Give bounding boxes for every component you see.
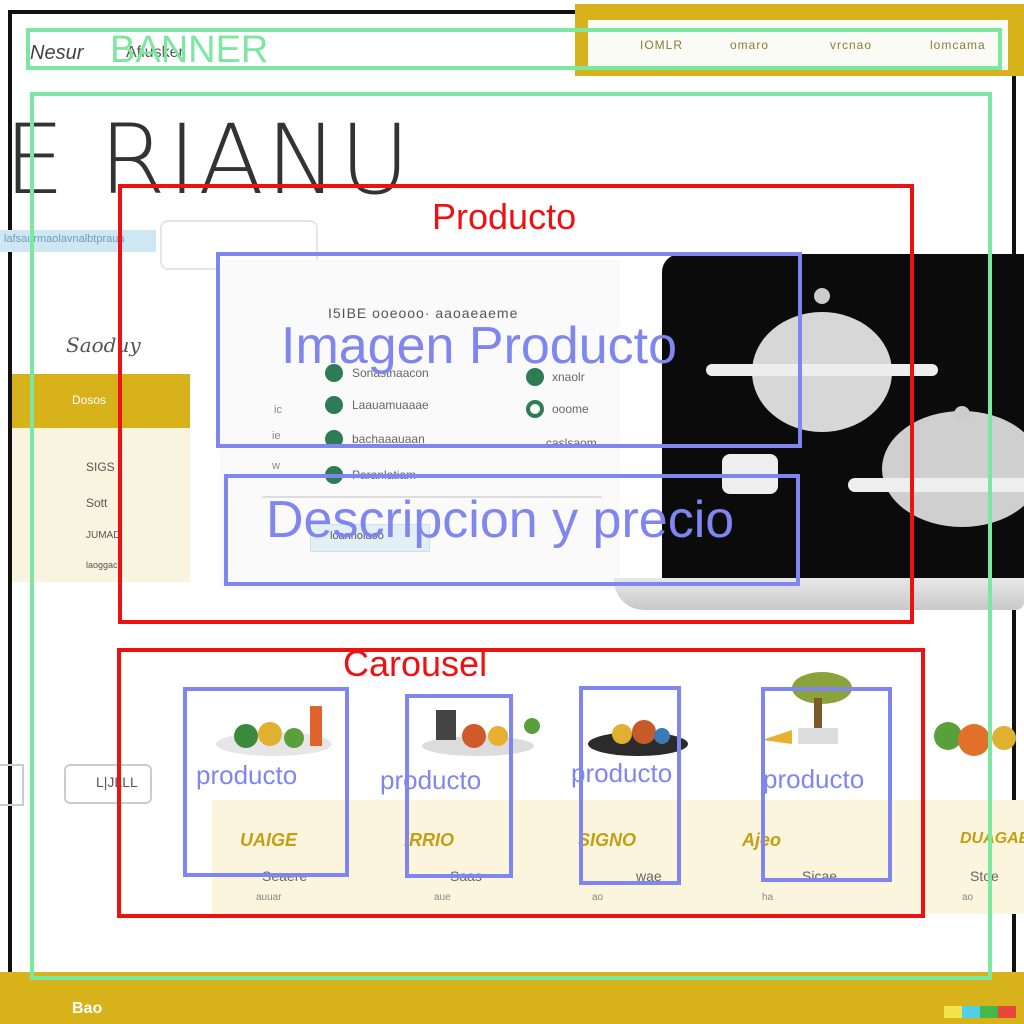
card-footer: auuar: [256, 892, 282, 903]
option-number: w: [272, 460, 280, 472]
option-label: bachaaauaan: [352, 432, 425, 446]
sidebar-line[interactable]: laoggacl: [86, 560, 120, 570]
footer-bar: [0, 972, 1024, 1024]
producto-item-label: producto: [571, 758, 673, 788]
card-title[interactable]: UAIGE: [240, 830, 298, 850]
sidebar-line[interactable]: Sott: [86, 496, 108, 510]
card-title[interactable]: DUAGAE: [960, 830, 1024, 847]
option-radio[interactable]: [526, 400, 544, 418]
option-label: xnaolr: [552, 370, 585, 384]
nav-item-3[interactable]: vrcnao: [830, 38, 873, 52]
option-radio[interactable]: [526, 368, 544, 386]
sidebar-search-text: lafsaurmaolavnalbtpraua: [4, 233, 125, 245]
product-panel-title: I5IBE ooeooo· aaoaeaeme: [328, 305, 519, 321]
food-plate-icon: [422, 710, 540, 756]
food-plate-icon: [934, 722, 1016, 756]
color-swatch-icon: [944, 1006, 1016, 1018]
carousel-annotation-label: Carousel: [343, 643, 488, 684]
descripcion-annotation-label: Descripcion y precio: [266, 491, 735, 549]
nav-item-2[interactable]: omaro: [730, 38, 770, 52]
brand-name[interactable]: Nesur: [30, 42, 84, 64]
food-plate-icon: [216, 706, 332, 756]
option-label: Laauamuaaae: [352, 398, 429, 412]
add-to-cart-label: loannolaoo: [330, 530, 384, 542]
producto-item-box: [579, 686, 681, 885]
sidebar-panel: [12, 428, 190, 582]
card-footer: ha: [762, 892, 774, 903]
footer-logo: Bao: [72, 1000, 103, 1017]
card-subtitle: wae: [636, 868, 662, 884]
option-radio[interactable]: [325, 396, 343, 414]
card-footer: ao: [962, 892, 974, 903]
option-number: ie: [272, 430, 281, 442]
carousel-annotation-box: [117, 648, 925, 918]
carousel-prev-button[interactable]: [64, 764, 152, 804]
card-footer: aue: [434, 892, 451, 903]
sidebar-line[interactable]: JUMAD: [86, 530, 121, 541]
producto-annotation-label: Producto: [432, 196, 577, 237]
imagen-annotation-label: Imagen Producto: [281, 317, 678, 375]
option-label: Sonastnaacon: [352, 366, 429, 380]
card-footer: ao: [592, 892, 604, 903]
option-radio[interactable]: [325, 364, 343, 382]
sidebar-heading: Saoduy: [66, 333, 141, 357]
producto-annotation-box: [118, 184, 914, 624]
card-title[interactable]: IRRIO: [404, 830, 455, 850]
content-annotation-box: [30, 92, 992, 980]
add-to-cart-button[interactable]: [310, 524, 430, 552]
producto-item-label: producto: [196, 760, 298, 790]
nav-item-4[interactable]: lomcama: [930, 38, 986, 52]
food-plate-icon: [588, 720, 688, 756]
sidebar-search-bar[interactable]: [0, 230, 156, 252]
card-title[interactable]: SIGNO: [578, 830, 637, 850]
producto-item-label: producto: [380, 765, 482, 795]
option-number: ic: [274, 404, 282, 416]
sidebar-active-label: Dosos: [72, 393, 107, 407]
producto-item-box: [183, 687, 349, 877]
sidebar-active-item[interactable]: [12, 374, 190, 428]
producto-item-label: producto: [763, 764, 865, 794]
product-divider: [262, 496, 602, 498]
carousel-prev-label: L|JLLL: [96, 774, 138, 790]
carousel-prev-edge[interactable]: [0, 764, 24, 806]
product-image: [662, 254, 1024, 584]
imagen-annotation-box: [216, 252, 802, 448]
sidebar-line[interactable]: SIGS: [86, 460, 115, 474]
producto-item-box: [405, 694, 513, 878]
producto-item-box: [761, 687, 892, 882]
descripcion-annotation-box: [224, 474, 800, 586]
option-radio[interactable]: [325, 430, 343, 448]
hero-title: E RIANU: [4, 104, 412, 216]
banner-annotation-box: [26, 28, 1002, 70]
brand-tagline: Afiusker: [126, 44, 184, 61]
option-label: ooome: [552, 402, 589, 416]
banner-annotation-label: BANNER: [110, 29, 269, 71]
nav-item-1[interactable]: IOMLR: [640, 38, 684, 52]
